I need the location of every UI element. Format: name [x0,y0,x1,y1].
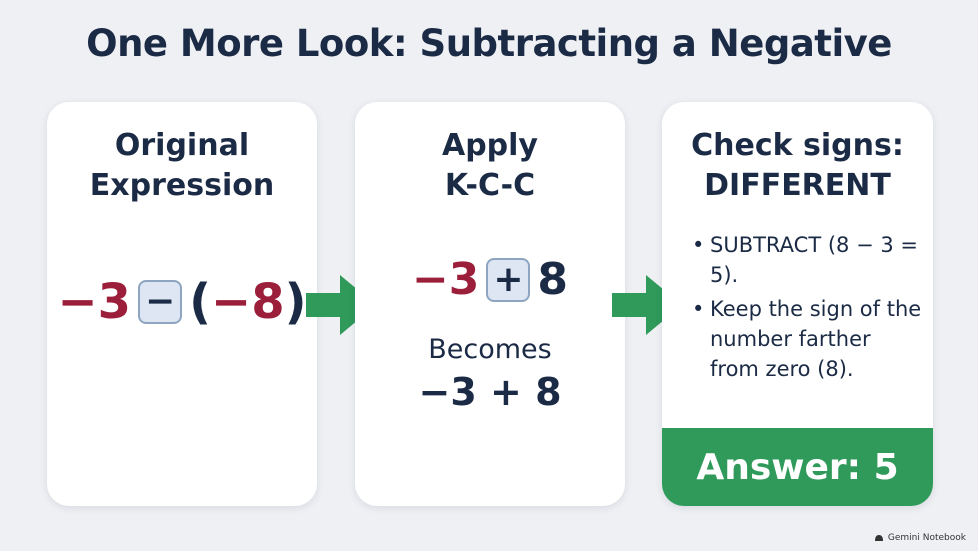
watermark-text: Gemini Notebook [887,533,966,543]
card-heading-line: Check signs: [691,128,904,163]
minus-operator-box: − [138,280,183,324]
expression-left-number: −3 [57,274,132,330]
answer-text: Answer: 5 [696,446,899,488]
list-item: Keep the sign of the number farther from… [690,294,926,384]
arrow-right-icon [306,275,376,335]
card-heading: Apply K-C-C [355,126,625,206]
answer-banner: Answer: 5 [662,428,933,506]
kcc-expression: −3 + 8 [355,254,625,305]
card-heading-line: K-C-C [444,168,536,203]
original-expression: −3 − (−8) [47,274,317,330]
notebook-logo-icon [874,535,883,541]
paren-close: ) [284,274,307,330]
card-heading-line: Expression [89,168,275,203]
paren-open: ( [189,274,211,330]
card-heading-line: Original [114,128,250,163]
plus-operator-box: + [486,257,531,302]
rule-bullet-list: SUBTRACT (8 − 3 = 5). Keep the sign of t… [690,230,926,388]
card-heading-line: DIFFERENT [704,168,891,203]
card-heading: Check signs: DIFFERENT [662,126,933,206]
card-apply-kcc: Apply K-C-C −3 + 8 Becomes −3 + 8 [355,102,625,506]
page-title: One More Look: Subtracting a Negative [86,22,892,65]
card-heading: Original Expression [47,126,317,206]
card-original-expression: Original Expression −3 − (−8) [47,102,317,506]
becomes-label: Becomes [428,334,552,365]
card-heading-line: Apply [441,128,538,163]
becomes-expression: −3 + 8 [418,370,562,414]
list-item: SUBTRACT (8 − 3 = 5). [690,230,926,290]
expression-left-number: −3 [411,254,480,305]
expression-right-number: −8 [211,274,285,330]
expression-right-number: 8 [537,254,569,305]
card-check-signs: Check signs: DIFFERENT SUBTRACT (8 − 3 =… [662,102,933,506]
watermark: Gemini Notebook [874,533,966,543]
arrow-right-icon [612,275,682,335]
